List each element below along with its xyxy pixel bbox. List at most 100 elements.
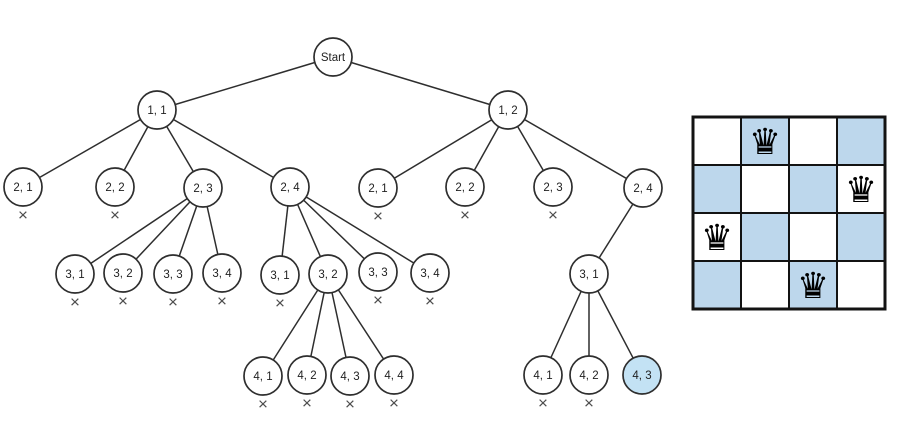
tree-node-3-1: 3, 1× [55,254,95,312]
node-label: 3, 2 [113,268,132,280]
board-square [836,212,886,262]
node-circle [260,255,300,295]
solution-chessboard: ♛♛♛♛ [691,115,887,311]
tree-node-4-2: 4, 2× [287,355,327,413]
board-square [836,260,886,310]
tree-edge [262,273,329,377]
node-label: 2, 3 [193,183,212,195]
tree-node-4-1: 4, 1 × [523,355,563,413]
node-label: 4, 2 [297,370,316,382]
queen-icon: ♛ [749,121,781,162]
dead-end-x-mark: × [373,291,383,310]
dead-end-x-mark: × [373,207,383,226]
node-label: 4, 1 [533,370,552,382]
node-circle [569,355,609,395]
dead-end-x-mark: × [118,292,128,311]
tree-node-3-4: 3, 4 × [202,253,242,311]
tree-edge [507,109,644,189]
node-label: 3, 2 [318,269,337,281]
tree-edge [332,56,509,111]
queen-icon: ♛ [797,265,829,306]
node-label: 1, 1 [147,105,166,117]
node-circle [287,355,327,395]
queen-icon: ♛ [701,217,733,258]
node-circle [153,254,193,294]
tree-node-start: Start [313,37,353,77]
node-circle [445,167,485,207]
dead-end-x-mark: × [217,292,227,311]
tree-edge [156,56,334,111]
node-label: Start [321,52,346,64]
board-square [740,260,790,310]
tree-node-2-4: 2, 4 [623,168,663,208]
tree-node-3-2: 3, 2 × [103,253,143,311]
node-circle [623,168,663,208]
node-circle [358,168,398,208]
board-square [692,116,742,166]
tree-edge [327,273,395,376]
node-circle [330,356,370,396]
tree-node-2-3: 2, 3 [183,168,223,208]
node-label: 3, 1 [579,269,598,281]
tree-node-4-3: 4, 3 [622,355,662,395]
node-label: 4, 1 [253,371,272,383]
node-circle [270,167,310,207]
dead-end-x-mark: × [389,394,399,413]
node-circle [358,252,398,292]
dead-end-x-mark: × [258,395,268,414]
board-square [836,164,886,214]
board-square [740,164,790,214]
board-square [788,164,838,214]
board-border [691,115,887,311]
node-circle [374,355,414,395]
node-label: 2, 3 [543,182,562,194]
node-label: 4, 2 [579,370,598,382]
dead-end-x-mark: × [538,394,548,413]
tree-node-1-2: 1, 2 [488,90,528,130]
tree-node-2-3: 2, 3× [533,167,573,225]
board-square [788,116,838,166]
node-label: 3, 1 [65,269,84,281]
tree-node-3-3: 3, 3 × [358,252,398,310]
node-label: 2, 4 [280,182,300,194]
board-square [836,116,886,166]
dead-end-x-mark: × [345,395,355,414]
node-circle [55,254,95,294]
tree-node-2-4: 2, 4 [270,167,310,207]
node-label: 2, 1 [13,182,32,194]
node-label: 4, 3 [340,371,359,383]
board-square [740,212,790,262]
dead-end-x-mark: × [168,293,178,312]
node-circle [523,355,563,395]
tree-node-4-1: 4, 1 × [243,356,283,414]
tree-node-3-2: 3, 2 [308,254,348,294]
tree-node-3-1: 3, 1 [569,254,609,294]
node-label: 3, 3 [368,267,387,279]
dead-end-x-mark: × [275,294,285,313]
node-label: 2, 4 [633,183,653,195]
tree-node-1-1: 1, 1 [137,90,177,130]
dead-end-x-mark: × [460,206,470,225]
node-label: 1, 2 [498,105,517,117]
node-circle [569,254,609,294]
dead-end-x-mark: × [425,292,435,311]
tree-edge [156,109,291,188]
node-circle [183,168,223,208]
node-label: 2, 2 [105,182,124,194]
tree-node-2-2: 2, 2× [445,167,485,225]
node-circle [488,90,528,130]
tree-node-4-2: 4, 2× [569,355,609,413]
node-circle [313,37,353,77]
tree-edge [22,109,158,188]
node-label: 3, 4 [420,268,440,280]
node-label: 3, 4 [212,268,232,280]
node-label: 4, 3 [632,370,651,382]
node-label: 3, 1 [270,270,289,282]
tree-node-2-1: 2, 1× [358,168,398,226]
node-circle [202,253,242,293]
tree-node-3-4: 3, 4 × [410,253,450,311]
tree-edge [289,186,431,274]
